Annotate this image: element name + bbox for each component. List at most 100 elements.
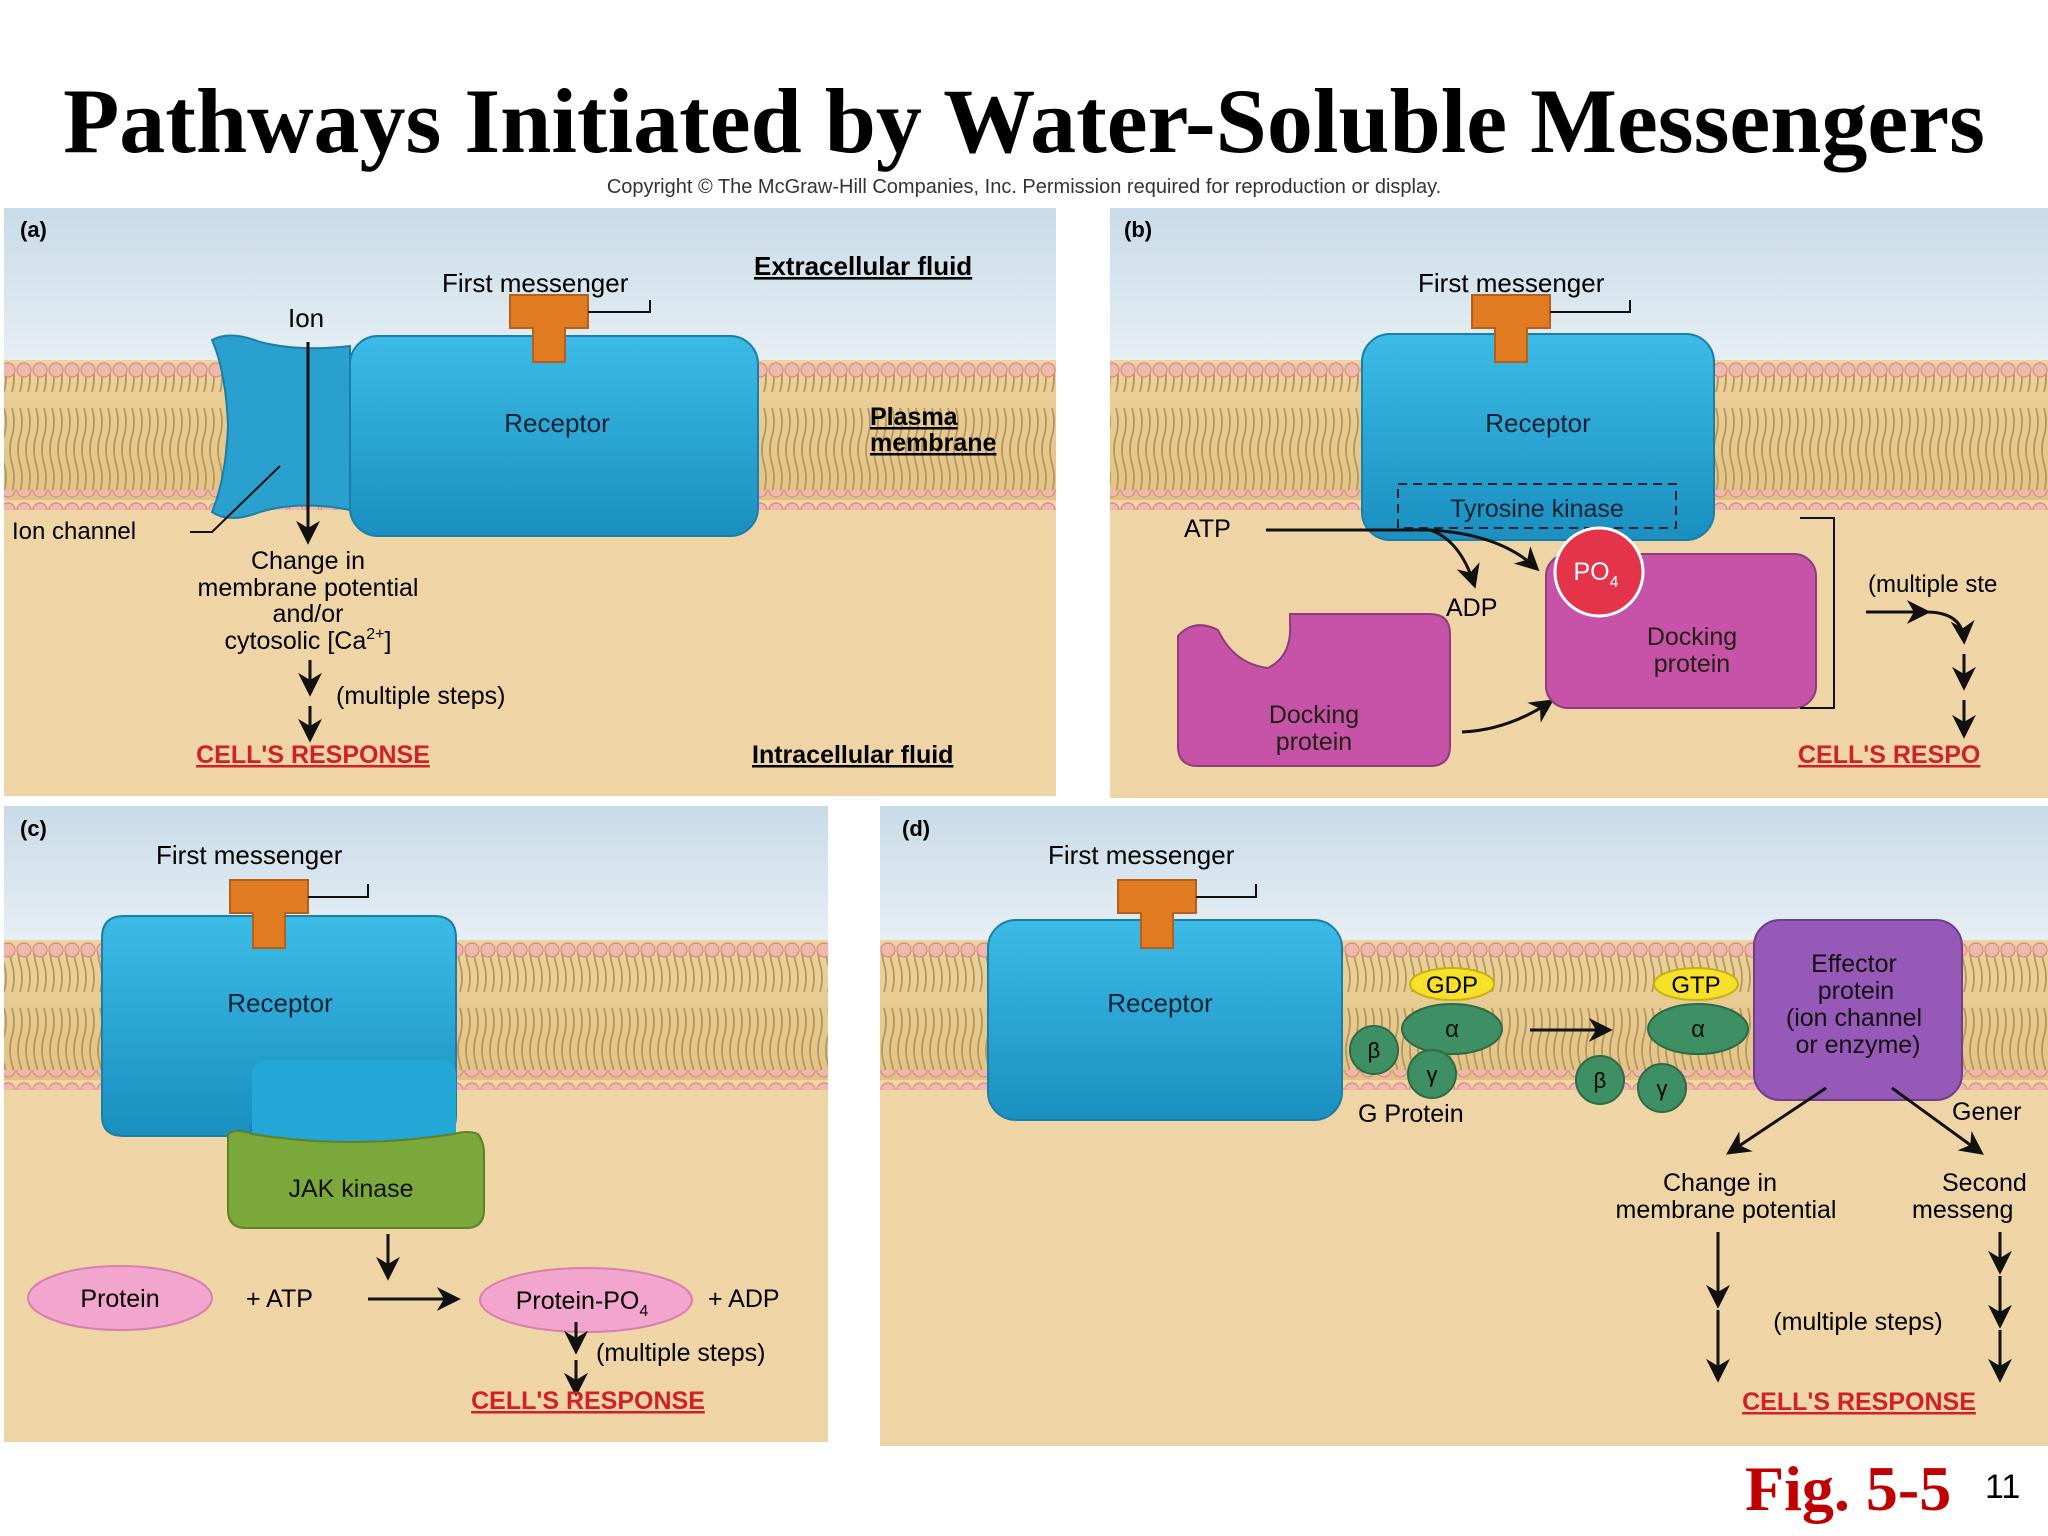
panel-a-cell-response: CELL'S RESPONSE	[196, 741, 430, 769]
po4-group	[1553, 526, 1645, 618]
effector-label-line2: protein	[1818, 977, 1894, 1005]
g-protein-label: G Protein	[1358, 1100, 1464, 1128]
jak-kinase	[227, 1130, 485, 1229]
gtp-label: GTP	[1671, 972, 1720, 999]
ion-label: Ion	[288, 303, 324, 333]
panel-b-label: (b)	[1124, 217, 1152, 242]
panel-d: (d) First messenger Receptor GDP α β γ G…	[880, 806, 2048, 1446]
docking-protein-active-label-line1: Docking	[1647, 623, 1737, 651]
panel-a-first-messenger	[509, 294, 589, 363]
tyrosine-kinase-label: Tyrosine kinase	[1450, 495, 1624, 523]
panel-d-change-label-line2: membrane potential	[1616, 1196, 1837, 1224]
alpha-label-active: α	[1691, 1016, 1705, 1043]
second-messenger-label-line1: Second	[1942, 1169, 2027, 1197]
panel-c-messenger-leader	[308, 884, 369, 898]
adp-arrow	[1429, 528, 1480, 589]
jak-kinase-label: JAK kinase	[288, 1175, 413, 1203]
panel-d-first-messenger	[1117, 879, 1197, 949]
panel-d-receptor-label: Receptor	[1107, 988, 1213, 1018]
protein-po4-subscript: 4	[639, 1303, 648, 1320]
docking-protein-inactive-label-line2: protein	[1276, 728, 1352, 756]
protein-substrate	[27, 1265, 213, 1331]
figure-label: Fig. 5-5	[1745, 1453, 1952, 1524]
gamma-label-free: γ	[1657, 1076, 1668, 1101]
slide-title: Pathways Initiated by Water-Soluble Mess…	[63, 70, 1985, 172]
panel-c-first-messenger-label: First messenger	[156, 840, 343, 870]
effector-label-line3: (ion channel	[1786, 1004, 1922, 1032]
panel-a-messenger-leader	[588, 300, 651, 313]
plus-atp-label: + ATP	[246, 1285, 313, 1313]
change-label-line1: Change in	[251, 547, 365, 575]
po4-subscript: 4	[1610, 574, 1619, 591]
ion-channel-label: Ion channel	[12, 518, 136, 545]
panel-a-first-messenger-label: First messenger	[442, 268, 629, 298]
panel-b: (b) First messenger Receptor Tyrosine ki…	[1110, 208, 2048, 798]
copyright-notice: Copyright © The McGraw-Hill Companies, I…	[606, 176, 1442, 198]
panel-a: (a) First messenger Extracellular fluid …	[4, 208, 1056, 796]
panel-d-messenger-leader	[1196, 884, 1257, 898]
panel-a-extracellular-region	[4, 208, 1056, 360]
gdp-nucleotide	[1409, 967, 1495, 1001]
docking-protein-inactive	[1177, 613, 1451, 767]
change-label-line4: cytosolic [Ca2+]	[225, 626, 392, 655]
panel-a-steps-label: (multiple steps)	[336, 682, 506, 710]
beta-label-free: β	[1594, 1068, 1607, 1093]
panel-b-messenger-leader	[1550, 300, 1631, 313]
po4-text: PO	[1573, 558, 1609, 586]
gdp-label: GDP	[1426, 972, 1478, 999]
g-beta-subunit-free	[1575, 1055, 1625, 1105]
beta-label-inactive: β	[1368, 1038, 1381, 1063]
panel-c-label: (c)	[20, 816, 47, 841]
panel-d-receptor	[987, 919, 1343, 1121]
change-label-line3: and/or	[273, 600, 344, 628]
gamma-label-inactive: γ	[1427, 1062, 1438, 1087]
adp-label: ADP	[1446, 594, 1497, 622]
panel-c: (c) First messenger Receptor JAK kinase …	[4, 806, 828, 1442]
panel-b-first-messenger	[1471, 294, 1551, 363]
g-gamma-subunit-free	[1637, 1063, 1687, 1113]
cytosolic-ca-close: ]	[385, 627, 392, 655]
gtp-nucleotide	[1653, 967, 1739, 1001]
g-alpha-subunit-active	[1647, 1003, 1749, 1055]
g-gamma-subunit-inactive	[1407, 1049, 1457, 1099]
cytosolic-ca-text: cytosolic [Ca	[225, 627, 367, 655]
docking-protein-active-label-line2: protein	[1654, 650, 1730, 678]
intracellular-fluid-label: Intracellular fluid	[752, 741, 953, 769]
docking-protein-inactive-label-line1: Docking	[1269, 701, 1359, 729]
effector-protein	[1753, 919, 1963, 1101]
protein-label: Protein	[80, 1285, 159, 1313]
panel-c-receptor-stalk	[252, 1060, 456, 1146]
protein-po4-text: Protein-PO	[516, 1287, 640, 1315]
panel-d-extracellular-region	[880, 806, 2048, 940]
protein-po4-label: Protein-PO4	[516, 1287, 649, 1320]
cytosolic-ca-superscript: 2+	[366, 626, 384, 643]
generates-label: Gener	[1952, 1098, 2021, 1126]
panel-b-receptor-label: Receptor	[1485, 408, 1591, 438]
panel-d-steps-label: (multiple steps)	[1773, 1308, 1943, 1336]
effector-to-messenger-arrow	[1891, 1086, 1984, 1155]
panel-c-first-messenger	[229, 879, 309, 949]
effector-label-line1: Effector	[1811, 950, 1897, 978]
panel-b-cell-response: CELL'S RESPO	[1798, 741, 1980, 769]
atp-label: ATP	[1184, 515, 1231, 543]
po4-label: PO4	[1573, 558, 1618, 591]
plus-adp-label: + ADP	[708, 1285, 780, 1313]
panel-c-receptor-label: Receptor	[227, 988, 333, 1018]
panel-c-steps-label: (multiple steps)	[596, 1339, 766, 1367]
panel-b-first-messenger-label: First messenger	[1418, 268, 1605, 298]
panel-d-first-messenger-label: First messenger	[1048, 840, 1235, 870]
effector-to-potential-arrow	[1726, 1086, 1827, 1155]
g-alpha-subunit-inactive	[1401, 1003, 1503, 1055]
panel-c-cell-response: CELL'S RESPONSE	[471, 1387, 705, 1415]
docking-activation-arrow	[1461, 699, 1554, 734]
panel-d-label: (d)	[902, 816, 930, 841]
effector-label-line4: or enzyme)	[1795, 1031, 1920, 1059]
extracellular-fluid-label: Extracellular fluid	[754, 251, 972, 281]
tyrosine-kinase-domain	[1397, 483, 1677, 529]
plasma-membrane-label-line2: membrane	[870, 429, 997, 457]
panel-b-receptor	[1361, 333, 1715, 541]
panel-d-change-label-line1: Change in	[1663, 1169, 1777, 1197]
ion-channel-leader	[190, 465, 281, 533]
ion-channel	[210, 334, 351, 519]
panel-b-steps-label: (multiple ste	[1868, 571, 1997, 598]
